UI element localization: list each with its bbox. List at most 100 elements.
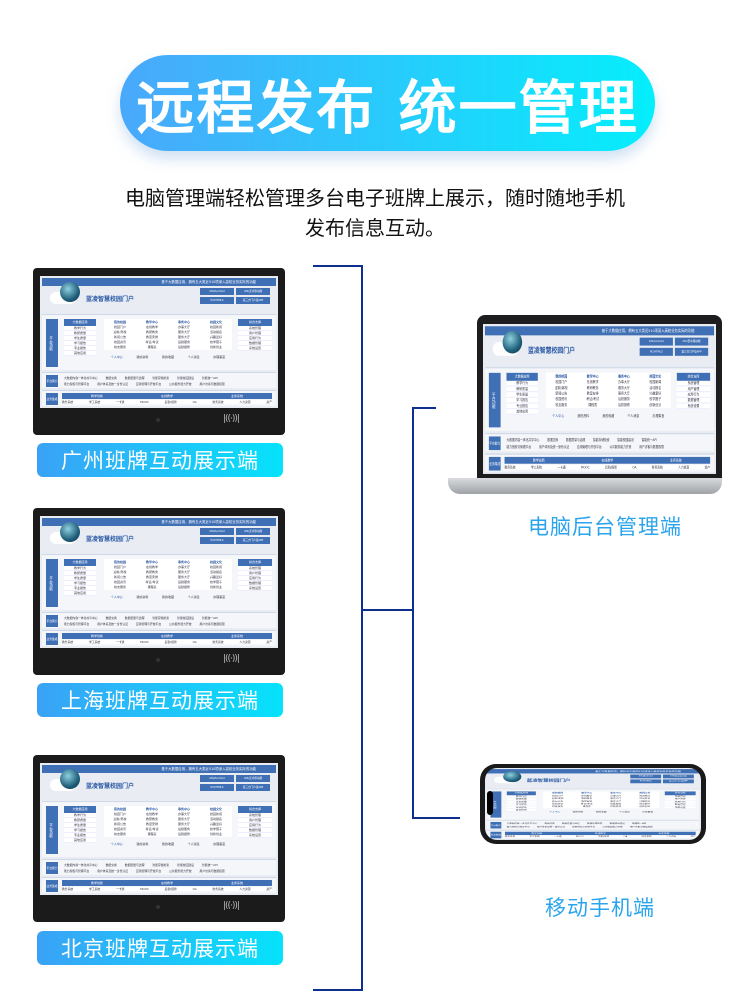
grid-cell: 考证/考试 xyxy=(145,827,159,831)
tablet-label-guangzhou: 广州班牌互动展示端 xyxy=(37,443,283,477)
integration-item: 人力资源 xyxy=(239,400,251,404)
grid-cell: 迎新/离校 xyxy=(113,330,127,334)
integration-item: 教务系统 xyxy=(504,835,516,838)
ability-item: 智能存储检索 xyxy=(152,616,170,620)
grid-cell: 在线教学 xyxy=(145,812,158,816)
right-item: 系统管理 xyxy=(238,813,272,818)
laptop-device: 基于大数据应用，拥有五大类近510项深入高校业务实际的功能 蓝凌智慧校园门户 i… xyxy=(477,315,722,480)
integration-item: 人力资源 xyxy=(239,640,251,644)
right-column: 综合支撑系统管理用户管理应用行为数据管理系统设置 xyxy=(238,806,272,838)
ability-row: 能力授权与管理平台用户体系及统一身份认证应用管理与开放平台公共服务能力开放用户访… xyxy=(64,622,225,626)
ability-row: 能力授权与管理平台用户体系及统一身份认证应用管理与开放平台公共服务能力开放用户访… xyxy=(506,444,663,449)
integration-header-item: 业务系统 xyxy=(230,634,243,638)
column-header: 综合支撑 xyxy=(664,791,696,796)
portal-button: 第三方门户接APP xyxy=(662,779,694,784)
ability-row: 大数据内容一体化共享中心数据交换数据质量与治理智能存储检索智能校园建设智能统一A… xyxy=(64,376,218,380)
right-column: 综合支撑系统管理用户管理应用行为数据管理系统设置 xyxy=(238,559,272,591)
integration-item: 一卡通 xyxy=(557,464,566,470)
portal-banner: 基于大数据应用，拥有五大类近510项深入高校业务实际的功能 xyxy=(42,278,276,286)
portal-section-ability: 平台能力 大数据内容一体化共享中心数据交换数据质量与治理智能存储检索智能校园建设… xyxy=(42,372,276,388)
ability-item: 数据质量与治理 xyxy=(561,822,580,825)
center-grid: 我的校园教学中心事务中心校园文化校园门户在线教学办事大厅校园新闻迎新/离校教研教… xyxy=(545,372,671,409)
portal-tab: 个人中心 xyxy=(552,413,565,419)
ability-item: 数据质量与治理 xyxy=(124,376,145,380)
integration-item: 人力资源 xyxy=(678,464,690,470)
left-item: 教研质量 xyxy=(64,331,96,336)
section-label: 平台功能 xyxy=(46,559,58,607)
ability-item: 智能存储检索 xyxy=(152,376,170,380)
portal-button: 第三方门户接APP xyxy=(674,347,709,356)
portal-screenshot: 基于大数据应用，拥有五大类近510项深入高校业务实际的功能 蓝凌智慧校园门户 i… xyxy=(485,768,701,840)
integration-header: 教学创新在线教学业务系统 xyxy=(504,456,711,464)
integration-item: 财务系统 xyxy=(212,887,224,891)
ability-item: 用户体系及统一身份认证 xyxy=(97,622,128,626)
connector-line xyxy=(412,817,460,819)
grid-cell: 活动报名 xyxy=(639,797,651,800)
right-item: 用户管理 xyxy=(664,798,696,801)
portal-title: 蓝凌智慧校园门户 xyxy=(528,346,576,355)
integration-item: MOOC xyxy=(140,640,149,644)
ability-item: 大数据内容一体化共享中心 xyxy=(64,616,98,620)
ability-item: 用户体系及统一身份认证 xyxy=(538,444,570,449)
grid-cell: 服务大厅 xyxy=(177,335,190,339)
grid-cell: 办事大厅 xyxy=(177,812,190,816)
integration-header: 教学创新在线教学业务系统 xyxy=(62,880,272,886)
integration-item: 后勤/报修 xyxy=(164,887,177,891)
device-screen: 基于大数据应用，拥有五大类近510项深入高校业务实际的功能 蓝凌智慧校园门户 i… xyxy=(40,516,278,648)
ability-item: 公共服务能力开放 xyxy=(169,382,192,386)
grid-cell: 活动报名 xyxy=(209,817,222,821)
ability-item: 智能校园建设 xyxy=(609,822,625,825)
right-item: 用户管理 xyxy=(676,386,711,393)
right-item: 系统管理 xyxy=(238,566,272,571)
grid-cell: 创新创业 xyxy=(649,402,662,407)
grid-cell: 校学圈子 xyxy=(209,580,222,584)
right-item: 应用行为 xyxy=(238,823,272,828)
portal-button: PC/HTML5 xyxy=(630,779,662,784)
left-item: 教学行为 xyxy=(64,326,96,331)
grid-cell: 服务大厅 xyxy=(177,822,190,826)
left-item: 学习报告 xyxy=(64,581,96,586)
right-item: 应用行为 xyxy=(238,576,272,581)
grid-cell: 后勤服务 xyxy=(177,827,190,831)
grid-cell: 事务中心 xyxy=(177,560,190,564)
grid-cell: 校园新闻 xyxy=(209,812,222,816)
grid-cell: 我的校园 xyxy=(113,807,126,811)
grid-cell: 校园新闻 xyxy=(209,565,222,569)
grid-cell: 事务中心 xyxy=(177,807,190,811)
grid-cell: 创新创业 xyxy=(639,805,651,808)
grid-cell: 兴趣爱好 xyxy=(649,391,662,396)
grid-cell: 在线教学 xyxy=(145,565,158,569)
ability-row: 能力授权与管理平台用户体系及统一身份认证应用管理与开放平台公共服务能力开放用户访… xyxy=(64,382,225,386)
grid-cell: 办事大厅 xyxy=(177,565,190,569)
portal-tabs: 个人中心我的资料我的收藏个人消息办理事宜 xyxy=(104,842,232,846)
portal-tab: 办理事宜 xyxy=(213,842,226,846)
integration-header-item: 业务系统 xyxy=(230,394,243,398)
ability-row: 大数据内容一体化共享中心数据交换数据质量与治理智能存储检索智能校园建设智能统一A… xyxy=(506,438,656,443)
ability-item: 智能统一API xyxy=(201,863,218,867)
portal-button: 第三方门户接APP xyxy=(236,784,270,791)
camera-icon xyxy=(156,905,160,909)
grid-cell: 课程表 xyxy=(147,832,157,836)
grid-cell: 创新创业 xyxy=(209,832,222,836)
right-item: 系统管理 xyxy=(664,795,696,798)
ability-item: 数据交换 xyxy=(105,616,117,620)
integration-item: 资产 xyxy=(690,835,696,838)
left-item: 学习报告 xyxy=(64,341,96,346)
integration-item: 学工系统 xyxy=(529,835,540,838)
section-label: 业务集成 xyxy=(46,393,58,405)
ability-item: 数据交换 xyxy=(544,822,555,825)
grid-cell: 教学中心 xyxy=(581,791,593,795)
grid-cell: 服务大厅 xyxy=(610,797,622,800)
integration-item: 一卡通 xyxy=(553,835,562,838)
integration-header-item: 教学创新 xyxy=(532,458,545,463)
grid-cell: 后勤服务 xyxy=(618,396,630,402)
left-item: 专业报告 xyxy=(64,586,96,591)
portal-title: 蓝凌智慧校园门户 xyxy=(86,783,135,790)
portal-button: PC/HTML5 xyxy=(639,347,673,356)
ability-item: 能力授权与管理平台 xyxy=(506,444,532,449)
left-item: 专业报告 xyxy=(506,806,536,809)
center-grid: 我的校园教学中心事务中心校园文化校园门户在线教学办事大厅校园新闻迎新/离校教研教… xyxy=(104,559,232,590)
